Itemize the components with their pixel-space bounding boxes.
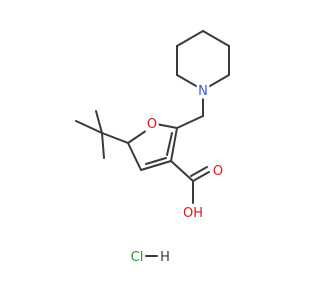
ring-oxygen-label: O (147, 117, 157, 132)
bond (176, 30, 204, 47)
bond (166, 132, 173, 156)
hydroxyl-label: OH (183, 206, 203, 221)
chlorine-label: Cl (131, 250, 144, 265)
label-background (196, 84, 210, 99)
label-background (211, 164, 225, 179)
bond (95, 110, 103, 134)
bond (190, 166, 208, 177)
bond (101, 132, 129, 144)
bond (202, 30, 230, 47)
label-background (181, 206, 205, 221)
bond (145, 157, 167, 165)
label-background (158, 250, 172, 265)
chemical-structure: O N O OH Cl H (75, 30, 230, 265)
carbonyl-oxygen-label: O (213, 164, 223, 179)
bond (170, 160, 194, 182)
bond (170, 127, 178, 162)
bond (155, 123, 178, 129)
bond (176, 115, 204, 129)
hydrogen-label: H (160, 250, 170, 265)
bond (192, 171, 210, 182)
carboxylic-acid-group (170, 160, 210, 204)
tert-butyl-group (75, 110, 129, 159)
label-background (145, 117, 159, 132)
piperidine-ring (176, 30, 230, 91)
bond (140, 160, 172, 171)
bond (127, 142, 142, 171)
bond (75, 120, 103, 134)
label-background (129, 250, 145, 265)
bond (101, 132, 105, 159)
piperidine-nitrogen-label: N (198, 84, 208, 99)
